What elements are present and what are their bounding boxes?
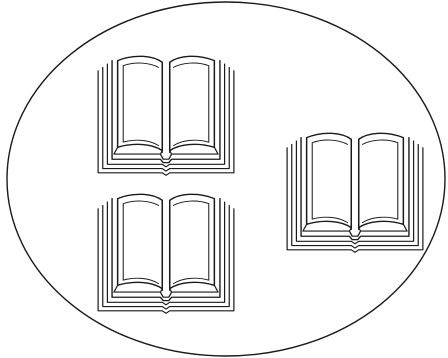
enclosure-ellipse xyxy=(7,2,445,356)
